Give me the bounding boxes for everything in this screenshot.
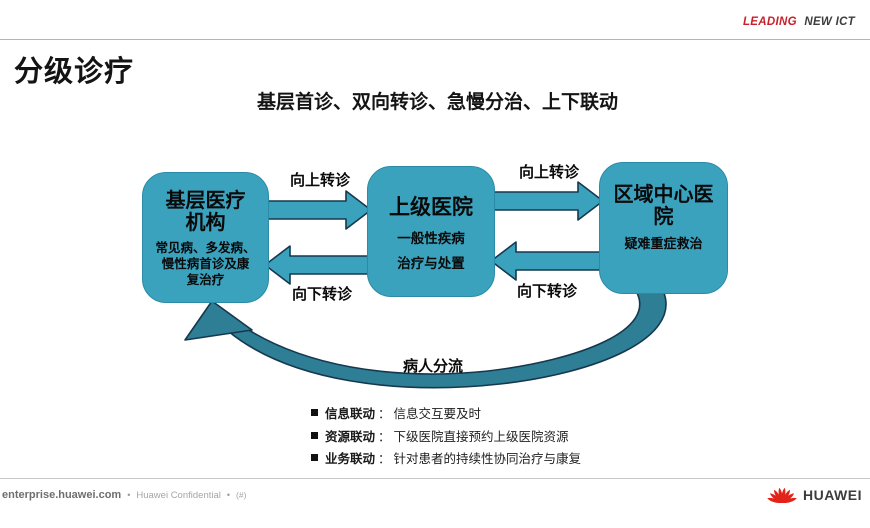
note-separator: ： — [378, 452, 391, 466]
node-primary-care-title: 基层医疗 机构 — [165, 190, 246, 235]
arrow-up-left-icon — [265, 190, 372, 230]
label-refer-up-right: 向上转诊 — [518, 164, 579, 181]
arrow-down-left-icon — [264, 245, 371, 285]
node-regional-center-desc: 疑难重症救治 — [624, 235, 703, 251]
note-row-info: 信息联动 ： 信息交互要及时 — [311, 403, 581, 422]
note-separator: ： — [378, 429, 391, 444]
bullet-square-icon — [311, 409, 318, 416]
note-row-resource: 资源联动 ： 下级医院直接预约上级医院资源 — [311, 426, 581, 445]
label-patient-flow: 病人分流 — [402, 358, 463, 375]
footer-page-number: (#) — [236, 490, 247, 500]
footer-dot-icon: • — [226, 490, 231, 500]
brand-rest-text: NEW ICT — [804, 16, 855, 28]
node-primary-care-desc: 常见病、多发病、 慢性病首诊及康 复治疗 — [155, 240, 256, 287]
brand-tagline: LEADING NEW ICT — [743, 16, 855, 28]
arrow-up-right-icon — [491, 181, 604, 221]
linkage-notes: 信息联动 ： 信息交互要及时 资源联动 ： 下级医院直接预约上级医院资源 业务联… — [311, 403, 581, 471]
note-desc: 信息交互要及时 — [393, 407, 482, 421]
label-refer-up-left: 向上转诊 — [289, 172, 350, 189]
node-primary-care: 基层医疗 机构 常见病、多发病、 慢性病首诊及康 复治疗 — [142, 172, 269, 303]
label-refer-down-left: 向下转诊 — [291, 286, 352, 303]
footer-divider — [0, 478, 870, 479]
bullet-square-icon — [311, 431, 318, 439]
huawei-wordmark: HUAWEI — [803, 487, 862, 503]
node-upper-hospital-desc: 一般性疾病 治疗与处置 — [397, 230, 465, 272]
note-desc: 针对患者的持续性协同治疗与康复 — [393, 452, 582, 466]
header-divider — [0, 39, 870, 40]
node-regional-center: 区域中心医 院 疑难重症救治 — [599, 162, 728, 294]
footer-site-url: enterprise.huawei.com — [2, 489, 122, 501]
page-title: 分级诊疗 — [14, 56, 135, 88]
slide-subtitle: 基层首诊、双向转诊、急慢分治、上下联动 — [256, 92, 618, 113]
note-term: 资源联动 — [325, 429, 376, 444]
note-row-business: 业务联动 ： 针对患者的持续性协同治疗与康复 — [311, 448, 581, 467]
node-regional-center-title: 区域中心医 院 — [613, 184, 714, 229]
footer-confidential: Huawei Confidential — [136, 489, 221, 501]
footer-info: enterprise.huawei.com • Huawei Confident… — [2, 489, 246, 501]
arrow-down-right-icon — [490, 241, 603, 281]
huawei-flower-icon — [767, 487, 797, 504]
brand-leading-text: LEADING — [742, 16, 797, 28]
bullet-square-icon — [311, 454, 318, 461]
patient-flow-swoosh-head — [184, 300, 253, 341]
note-term: 业务联动 — [325, 452, 376, 466]
node-upper-hospital: 上级医院 一般性疾病 治疗与处置 — [367, 166, 495, 297]
note-separator: ： — [378, 407, 391, 421]
label-refer-down-right: 向下转诊 — [516, 283, 577, 300]
node-upper-hospital-title: 上级医院 — [389, 196, 473, 219]
note-term: 信息联动 — [325, 407, 376, 421]
note-desc: 下级医院直接预约上级医院资源 — [393, 429, 569, 444]
huawei-logo: HUAWEI — [767, 485, 862, 505]
footer-dot-icon: • — [127, 490, 131, 500]
